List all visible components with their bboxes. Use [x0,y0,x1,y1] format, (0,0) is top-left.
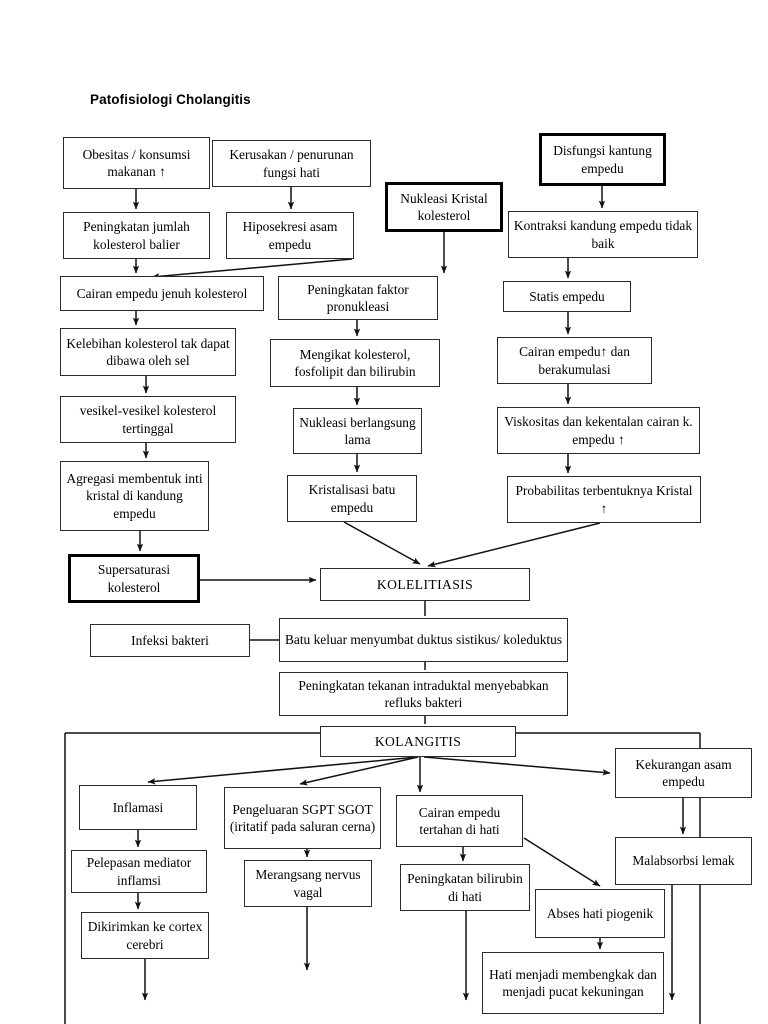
node-label-batu-keluar: Batu keluar menyumbat duktus sistikus/ k… [284,632,563,648]
node-label-nukleasi-kristal: Nukleasi Kristal kolesterol [400,190,488,223]
page-title: Patofisiologi Cholangitis [90,92,251,107]
node-nukleasi-lama[interactable]: Nukleasi berlangsung lama [293,408,422,454]
node-merangsang[interactable]: Merangsang nervus vagal [244,860,372,907]
node-label-kolangitis: KOLANGITIS [374,733,462,749]
node-tekanan[interactable]: Peningkatan tekanan intraduktal menyebab… [279,672,568,716]
node-label-merangsang: Merangsang nervus vagal [255,867,361,900]
node-nukleasi-kristal[interactable]: Nukleasi Kristal kolesterol [385,182,503,232]
node-kontraksi[interactable]: Kontraksi kandung empedu tidak baik [508,211,698,258]
node-obesitas[interactable]: Obesitas / konsumsi makanan ↑ [63,137,210,189]
node-cairan-tertahan[interactable]: Cairan empedu tertahan di hati [396,795,523,847]
node-label-viskositas: Viskositas dan kekentalan cairan k. empe… [504,414,693,447]
node-label-supersaturasi: Supersaturasi kolesterol [97,562,171,595]
node-label-tekanan: Peningkatan tekanan intraduktal menyebab… [298,677,549,710]
node-label-pron-faktor: Peningkatan faktor pronukleasi [307,281,409,314]
node-malabsorbsi[interactable]: Malabsorbsi lemak [615,837,752,885]
node-label-kristalisasi: Kristalisasi batu empedu [308,482,396,515]
node-bilirubin[interactable]: Peningkatan bilirubin di hati [400,864,530,911]
node-hiposekresi[interactable]: Hiposekresi asam empedu [226,212,354,259]
node-label-peningkatan-kol: Peningkatan jumlah kolesterol balier [83,219,190,252]
node-label-hiposekresi: Hiposekresi asam empedu [242,219,338,252]
node-label-pelepasan: Pelepasan mediator inflamsi [86,855,192,888]
node-label-dikirimkan: Dikirimkan ke cortex cerebri [87,919,203,952]
node-label-kelebihan: Kelebihan kolesterol tak dapat dibawa ol… [66,335,230,368]
node-label-inflamasi: Inflamasi [112,799,164,815]
node-disfungsi[interactable]: Disfungsi kantung empedu [539,133,666,186]
node-kelebihan[interactable]: Kelebihan kolesterol tak dapat dibawa ol… [60,328,236,376]
node-label-vesikel: vesikel-vesikel kolesterol tertinggal [79,403,217,436]
node-label-cairan-akum: Cairan empedu↑ dan berakumulasi [519,344,630,377]
node-label-sgpt: Pengeluaran SGPT SGOT (iritatif pada sal… [229,801,376,834]
node-kolangitis[interactable]: KOLANGITIS [320,726,516,757]
node-label-probabilitas: Probabilitas terbentuknya Kristal ↑ [515,483,693,516]
node-statis[interactable]: Statis empedu [503,281,631,312]
node-label-obesitas: Obesitas / konsumsi makanan ↑ [82,146,191,179]
node-pron-faktor[interactable]: Peningkatan faktor pronukleasi [278,276,438,320]
node-kristalisasi[interactable]: Kristalisasi batu empedu [287,475,417,522]
node-kolelitiasis[interactable]: KOLELITIASIS [320,568,530,601]
node-label-mengikat: Mengikat kolesterol, fosfolipit dan bili… [294,346,416,379]
node-supersaturasi[interactable]: Supersaturasi kolesterol [68,554,200,603]
node-label-statis: Statis empedu [529,288,605,304]
node-pelepasan[interactable]: Pelepasan mediator inflamsi [71,850,207,893]
node-kekurangan[interactable]: Kekurangan asam empedu [615,748,752,798]
node-label-nukleasi-lama: Nukleasi berlangsung lama [299,414,416,447]
node-hati-bengkak[interactable]: Hati menjadi membengkak dan menjadi puca… [482,952,664,1014]
node-label-kerusakan: Kerusakan / penurunan fungsi hati [229,147,354,180]
node-peningkatan-kol[interactable]: Peningkatan jumlah kolesterol balier [63,212,210,259]
node-kerusakan[interactable]: Kerusakan / penurunan fungsi hati [212,140,371,187]
node-label-abses: Abses hati piogenik [546,905,654,921]
node-vesikel[interactable]: vesikel-vesikel kolesterol tertinggal [60,396,236,443]
node-agregasi[interactable]: Agregasi membentuk inti kristal di kandu… [60,461,209,531]
node-label-cairan-tertahan: Cairan empedu tertahan di hati [418,804,501,837]
node-cairan-akum[interactable]: Cairan empedu↑ dan berakumulasi [497,337,652,384]
node-batu-keluar[interactable]: Batu keluar menyumbat duktus sistikus/ k… [279,618,568,662]
node-label-kekurangan: Kekurangan asam empedu [635,756,732,789]
node-label-malabsorbsi: Malabsorbsi lemak [632,853,735,869]
node-cairan-jenuh[interactable]: Cairan empedu jenuh kolesterol [60,276,264,311]
node-label-bilirubin: Peningkatan bilirubin di hati [407,871,523,904]
node-label-infeksi: Infeksi bakteri [131,632,209,648]
node-label-kolelitiasis: KOLELITIASIS [376,576,474,592]
node-label-agregasi: Agregasi membentuk inti kristal di kandu… [66,471,203,521]
node-mengikat[interactable]: Mengikat kolesterol, fosfolipit dan bili… [270,339,440,387]
node-label-kontraksi: Kontraksi kandung empedu tidak baik [513,218,693,251]
node-sgpt[interactable]: Pengeluaran SGPT SGOT (iritatif pada sal… [224,787,381,849]
node-dikirimkan[interactable]: Dikirimkan ke cortex cerebri [81,912,209,959]
node-inflamasi[interactable]: Inflamasi [79,785,197,830]
node-label-hati-bengkak: Hati menjadi membengkak dan menjadi puca… [489,966,657,999]
node-viskositas[interactable]: Viskositas dan kekentalan cairan k. empe… [497,407,700,454]
node-label-disfungsi: Disfungsi kantung empedu [553,143,652,176]
node-label-cairan-jenuh: Cairan empedu jenuh kolesterol [76,285,248,301]
node-abses[interactable]: Abses hati piogenik [535,889,665,938]
node-infeksi[interactable]: Infeksi bakteri [90,624,250,657]
node-probabilitas[interactable]: Probabilitas terbentuknya Kristal ↑ [507,476,701,523]
